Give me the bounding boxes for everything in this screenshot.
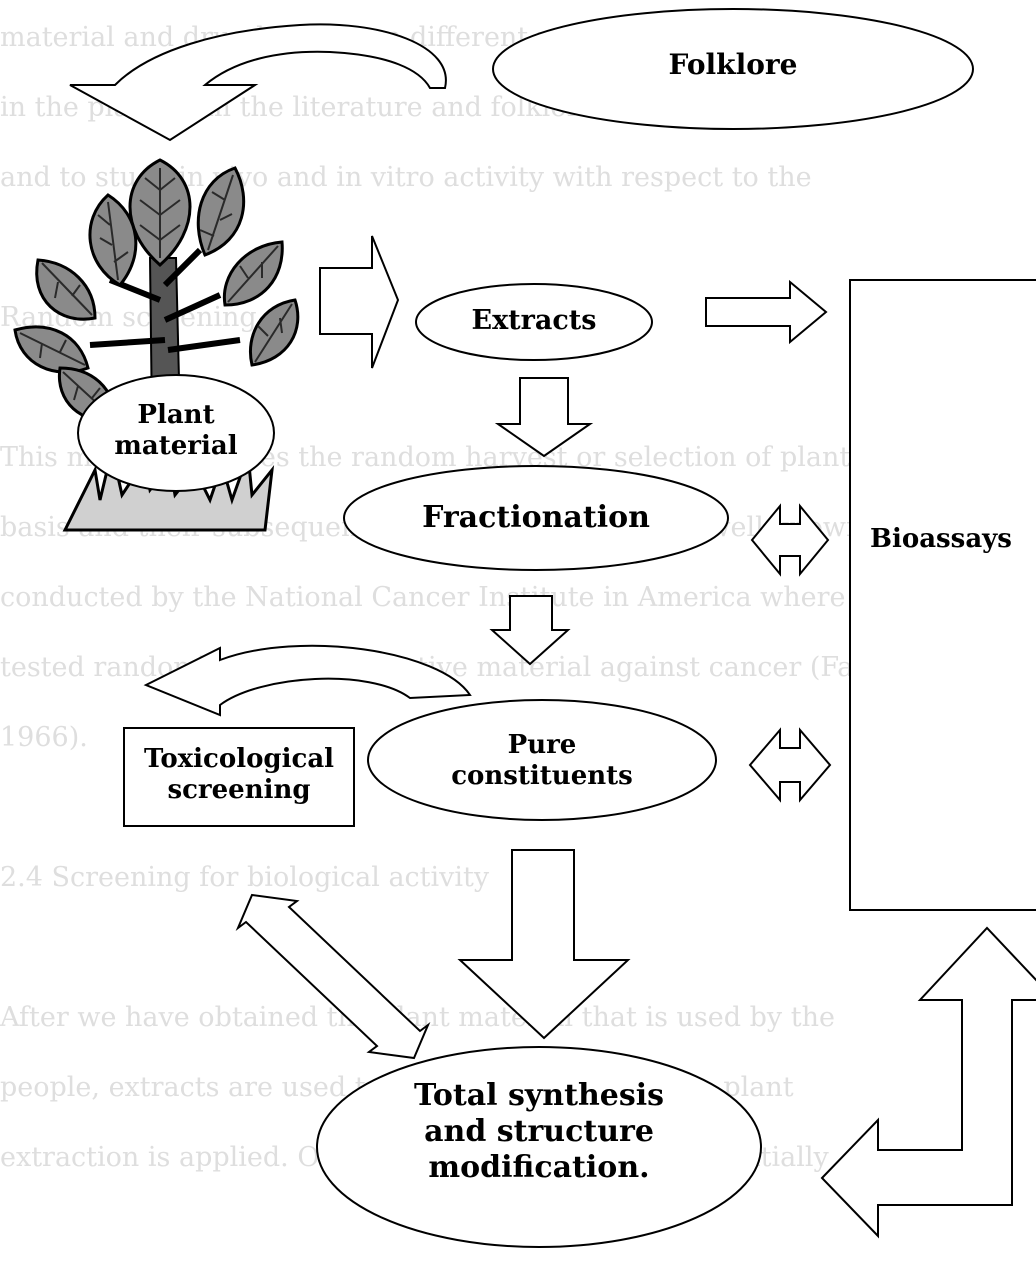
arrow-fractionation-to-pure (489, 595, 571, 666)
extracts-label: Extracts (471, 305, 597, 336)
total-synthesis-label: Total synthesis and structure modificati… (359, 1078, 719, 1186)
background-text-line: conducted by the National Cancer Institu… (0, 582, 846, 613)
folklore-label: Folklore (668, 48, 798, 81)
bioassays-node (849, 279, 1036, 911)
total-synthesis-label-line2: and structure (424, 1114, 654, 1149)
total-synthesis-label-line3: modification. (428, 1150, 650, 1185)
arrow-plant-to-extracts (319, 235, 400, 369)
folklore-curved-arrow (69, 23, 447, 142)
arrow-fractionation-bioassays (750, 503, 830, 577)
arrow-toxicological-synthesis (235, 893, 431, 1060)
arrow-pure-bioassays (748, 727, 832, 803)
fractionation-node (343, 465, 729, 571)
arrow-pure-to-synthesis (457, 849, 631, 1040)
plant-icon (13, 158, 300, 423)
total-synthesis-label-line1: Total synthesis (413, 1078, 665, 1113)
toxicological-screening-label-line2: screening (167, 775, 311, 806)
background-text-line: 1966). (0, 722, 88, 753)
arrow-pure-to-toxicological (143, 644, 472, 717)
plant-material-label: Plant material (86, 400, 266, 462)
total-synthesis-node (316, 1046, 762, 1248)
pure-constituents-label-line1: Pure (507, 730, 577, 760)
toxicological-screening-label: Toxicological screening (124, 744, 354, 806)
plant-material-label-line2: material (114, 431, 238, 462)
folklore-node (492, 8, 974, 130)
extracts-node (415, 283, 653, 361)
plant-material-node (77, 374, 275, 492)
arrow-extracts-to-fractionation (494, 377, 594, 458)
pure-constituents-label-line2: constituents (451, 761, 633, 792)
plant-material-label-line1: Plant (137, 400, 215, 430)
toxicological-screening-label-line1: Toxicological (143, 744, 335, 774)
bioassays-label: Bioassays (870, 524, 1012, 554)
fractionation-label: Fractionation (422, 500, 650, 535)
arrow-bioassays-synthesis (820, 926, 1036, 1239)
background-text-line: 2.4 Screening for biological activity (0, 862, 490, 893)
arrow-extracts-to-bioassays (705, 279, 828, 345)
pure-constituents-label: Pure constituents (432, 730, 652, 792)
pure-constituents-node (367, 699, 717, 821)
toxicological-screening-node (123, 727, 355, 827)
